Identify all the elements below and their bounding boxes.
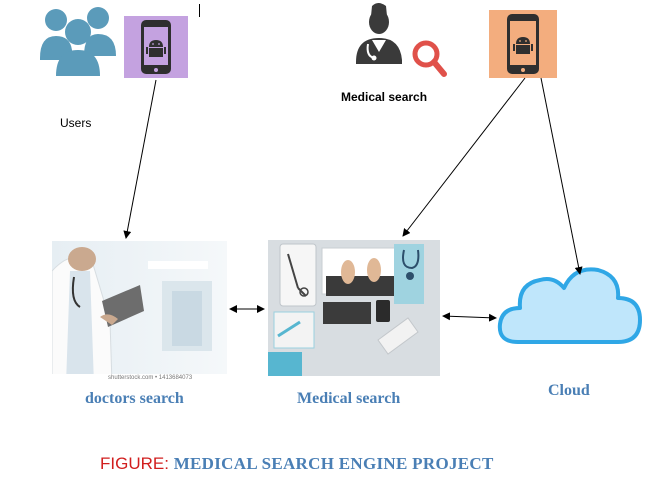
medical-search-photo [268,240,440,376]
arrow-phone-to-cloud [540,77,583,275]
doctors-search-label: doctors search [85,390,184,407]
medical-search-top-label: Medical search [341,90,428,104]
android-phone-icon [489,10,557,78]
android-phone-icon [124,16,188,78]
photo-credit: shutterstock.com • 1413684073 [108,375,193,381]
cloud-label: Cloud [548,382,590,399]
cloud-icon [497,267,642,344]
users-icon [40,7,116,76]
caption-title: MEDICAL SEARCH ENGINE PROJECT [173,454,494,473]
medical-search-label: Medical search [297,390,401,407]
caption-prefix: FIGURE: [100,454,169,473]
magnifier-icon [412,40,447,77]
arrow-phone-to-doctors [123,79,157,239]
arrow-phone-to-medical [402,77,526,237]
arrow-medical-cloud [442,312,497,322]
doctors-search-photo: shutterstock.com • 1413684073 [52,241,227,384]
text-cursor [199,4,200,17]
doctor-icon [356,3,447,77]
figure-caption: FIGURE: MEDICAL SEARCH ENGINE PROJECT [100,454,494,474]
users-label: Users [60,116,92,130]
